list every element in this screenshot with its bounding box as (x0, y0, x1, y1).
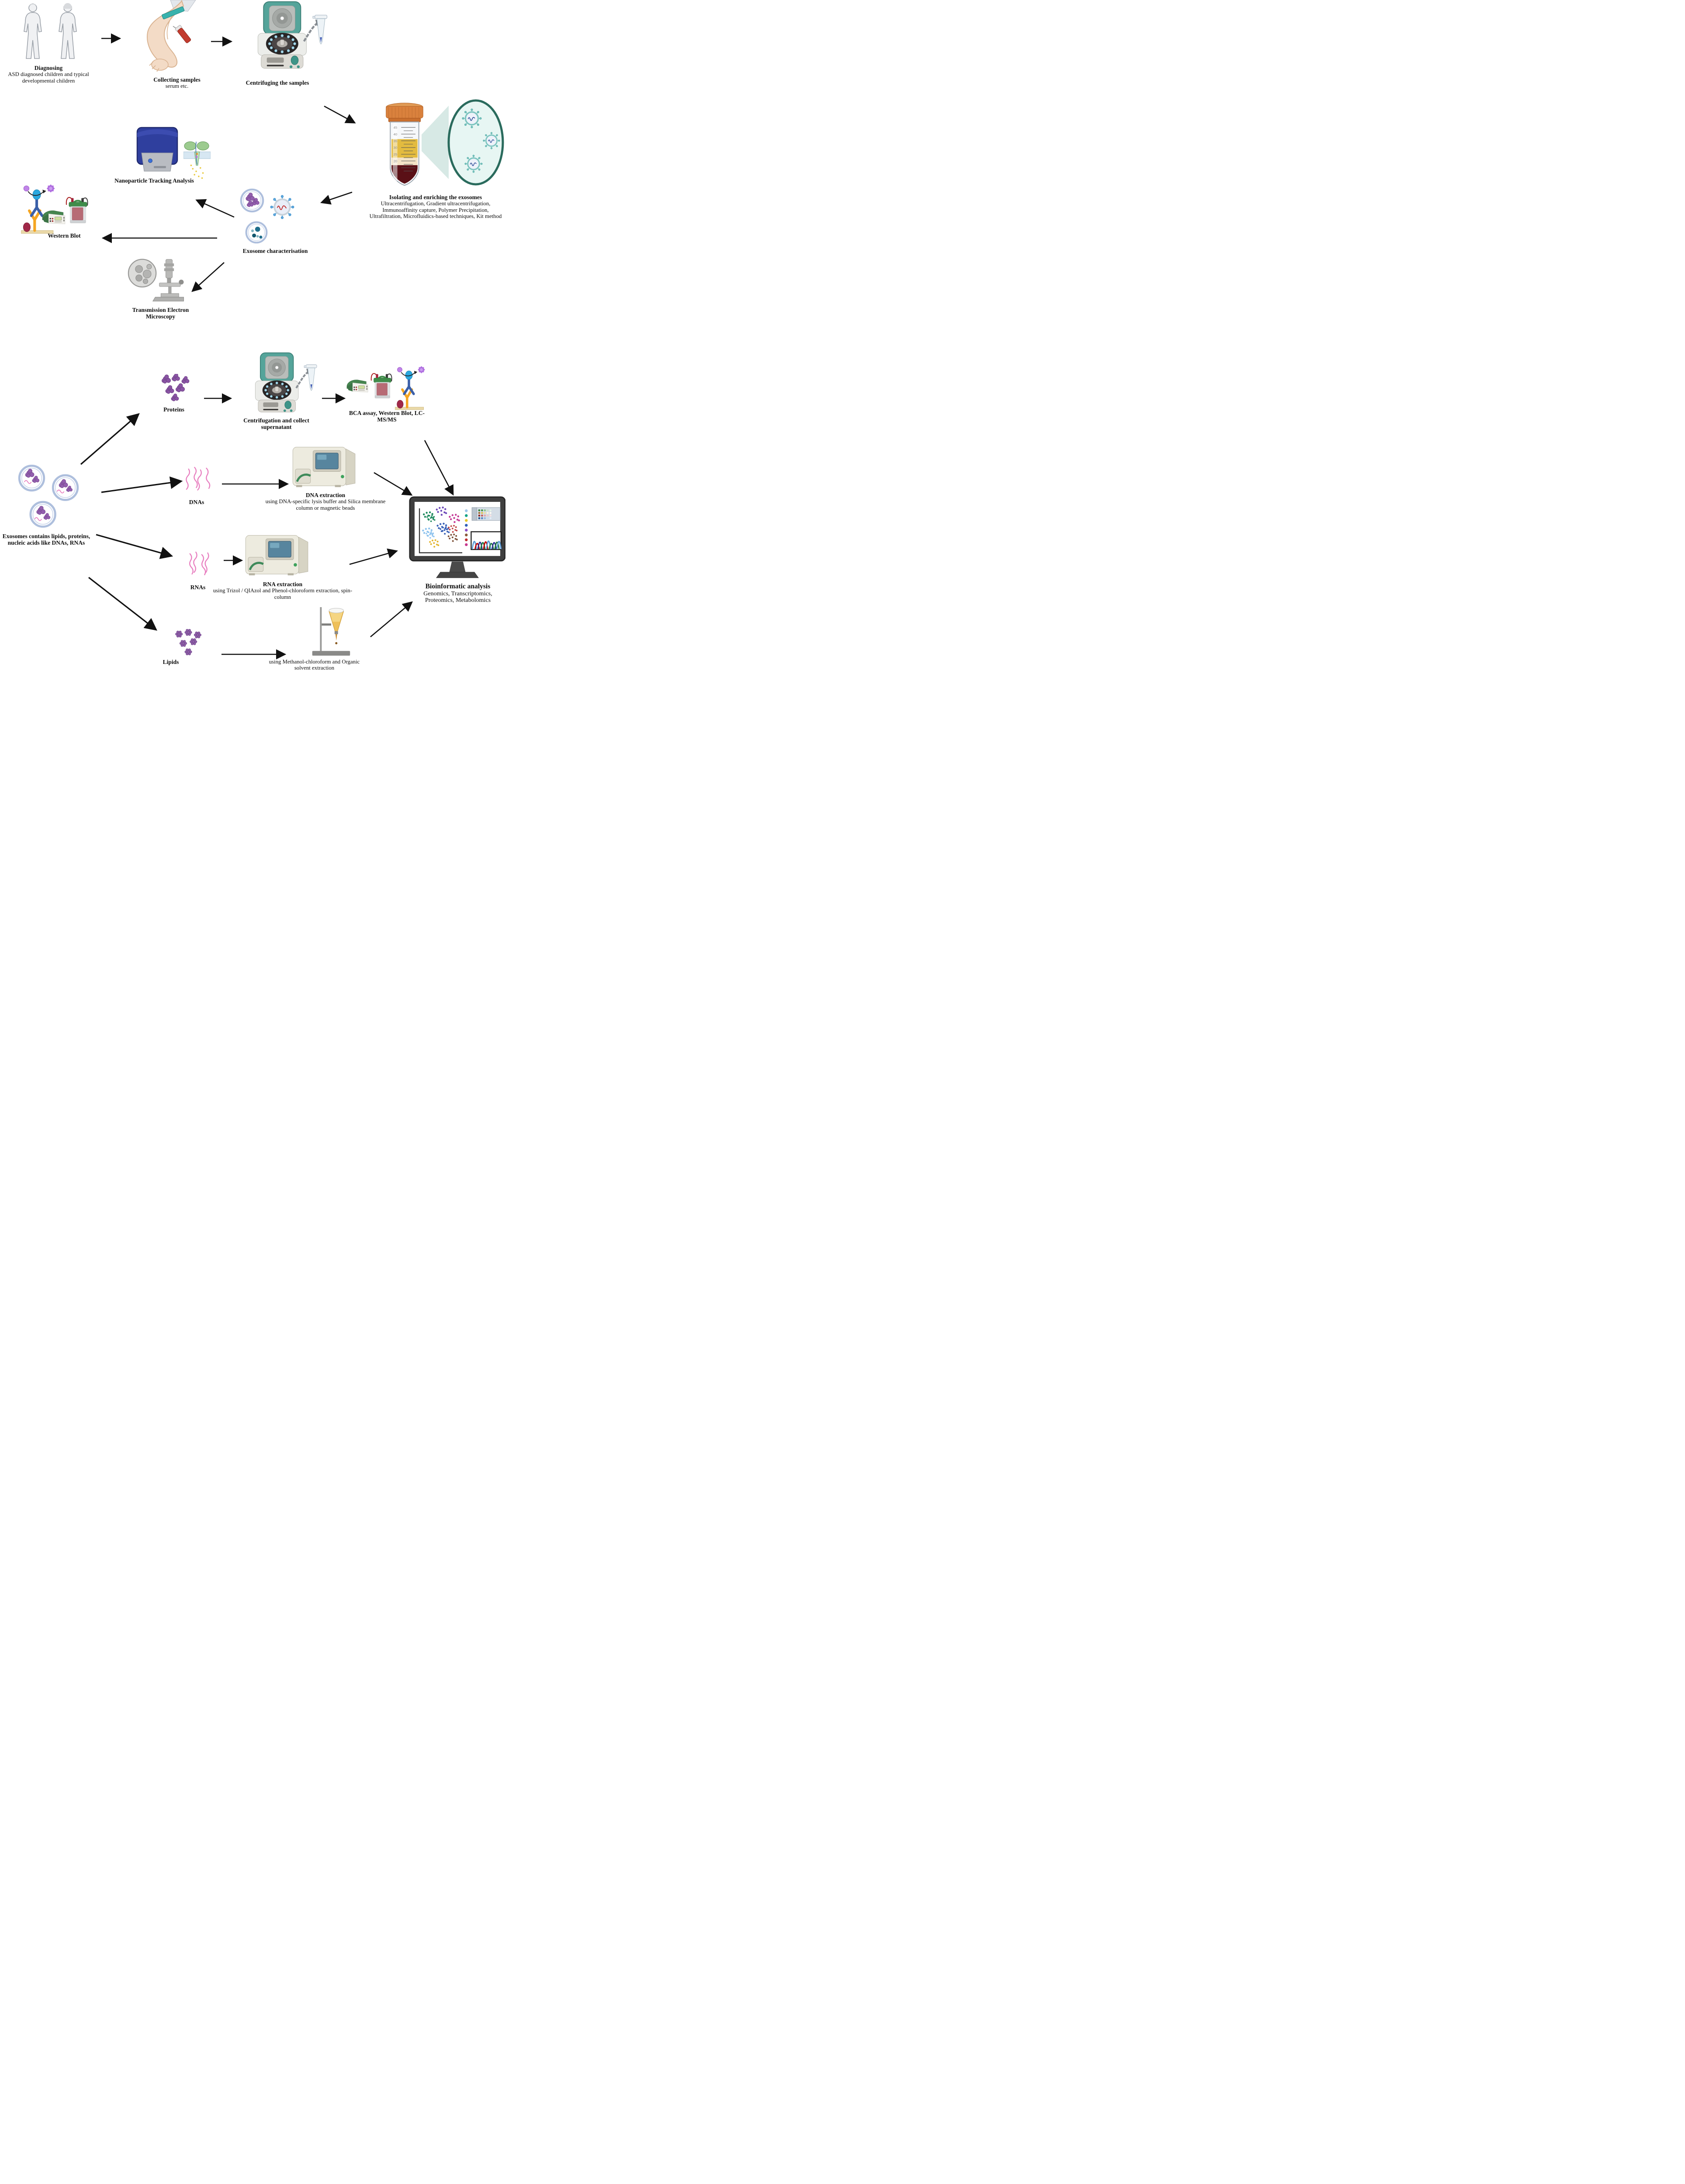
dna-extraction-subtitle: using DNA-specific lysis buffer and Sili… (265, 498, 386, 511)
graduation-35: 35 (394, 139, 398, 143)
diagnosing-title: Diagnosing (34, 65, 63, 71)
graduation-40: 40 (394, 132, 398, 136)
spiked-exosome-icon (270, 195, 294, 219)
lipid-extraction-subtitle: using Methanol-chloroform and Organic so… (269, 659, 360, 671)
antibody-detection-icon (395, 366, 430, 412)
rna-extraction-label: RNA extraction using Trizol / QIAzol and… (213, 581, 353, 600)
blot-tank-icon (65, 190, 89, 230)
power-supply-icon (42, 210, 66, 225)
collecting-label: Collecting samples serum etc. (140, 76, 214, 90)
vesicle-proteins-icon (239, 188, 265, 213)
bioinformatics-subtitle: Genomics, Transcriptomics, Proteomics, M… (423, 590, 492, 604)
arrow-rna-machine-to-bioinformatics (349, 548, 398, 565)
vesicle-particles-icon (245, 221, 268, 244)
workflow-figure: 45 40 35 30 25 20 15 10 (0, 0, 505, 676)
arrow-dna-machine-to-bioinformatics (374, 472, 413, 496)
nta-title: Nanoparticle Tracking Analysis (114, 177, 194, 184)
arrow-exosomes-to-proteins (80, 413, 140, 465)
lipids-title: Lipids (163, 659, 179, 665)
rna-extraction-title: RNA extraction (263, 581, 303, 587)
protein-centrifugation-title: Centrifugation and collect supernatant (243, 417, 309, 431)
characterisation-title: Exosome characterisation (242, 248, 308, 254)
tem-label: Transmission Electron Microscopy (125, 307, 197, 320)
dna-extraction-instrument-icon (291, 443, 359, 489)
nta-instrument-icon (136, 127, 178, 172)
diagnosing-label: Diagnosing ASD diagnosed children and ty… (2, 65, 95, 84)
separating-funnel-icon (312, 607, 350, 656)
isolating-title: Isolating and enriching the exosomes (389, 194, 482, 200)
arrow-characterisation-to-tem (191, 262, 225, 292)
lipids-label: Lipids (157, 659, 184, 665)
arrow-exosomes-to-dnas (101, 476, 183, 493)
rnas-title: RNAs (190, 584, 206, 591)
graduation-45: 45 (394, 126, 398, 130)
collecting-title: Collecting samples (153, 76, 201, 83)
tem-microscope-icon (128, 259, 184, 302)
exosome-contents-label: Exosomes contains lipids, proteins, nucl… (0, 533, 93, 546)
arrow-isolating-to-characterisation (320, 191, 353, 205)
centrifuge-icon (247, 352, 319, 415)
protein-assays-label: BCA assay, Western Blot, LC-MS/MS (344, 410, 429, 423)
graduation-20: 20 (394, 159, 398, 163)
falcon-tube-icon: 45 40 35 30 25 20 15 10 (386, 103, 423, 186)
rna-extraction-subtitle: using Trizol / QIAzol and Phenol-chlorof… (213, 587, 353, 600)
dnas-title: DNAs (189, 499, 204, 505)
bioinformatics-monitor-icon (409, 496, 505, 582)
protein-assays-title: BCA assay, Western Blot, LC-MS/MS (349, 410, 425, 423)
lipid-clusters-icon (175, 629, 202, 656)
tem-title: Transmission Electron Microscopy (132, 307, 189, 320)
exosome-trio-icon (11, 462, 87, 531)
bioinformatics-label: Bioinformatic analysis Genomics, Transcr… (410, 583, 505, 604)
centrifuging-label: Centrifuging the samples (236, 79, 319, 86)
centrifuging-title: Centrifuging the samples (246, 79, 309, 86)
exosome-magnifier-icon (422, 99, 504, 186)
isolating-subtitle: Ultracentrifugation, Gradient ultracentr… (369, 200, 502, 220)
graduation-25: 25 (394, 152, 398, 156)
dna-extraction-title: DNA extraction (305, 492, 346, 498)
diagnosing-subtitle: ASD diagnosed children and typical devel… (8, 71, 89, 84)
arrow-centrifuging-to-isolating (324, 105, 356, 124)
exosome-contents-title: Exosomes contains lipids, proteins, nucl… (2, 533, 90, 546)
arrow-exosomes-to-lipids (88, 577, 158, 631)
power-supply-icon (346, 380, 368, 393)
arrow-exosomes-to-rnas (96, 534, 173, 559)
proteins-label: Proteins (156, 406, 191, 413)
isolating-label: Isolating and enriching the exosomes Ult… (366, 194, 505, 220)
graduation-30: 30 (394, 146, 398, 150)
blot-tank-icon (370, 373, 393, 399)
characterisation-label: Exosome characterisation (234, 248, 317, 254)
western-blot-label: Western Blot (40, 232, 88, 239)
rna-strands-icon (188, 551, 210, 576)
microfluidics-fluorescence-icon (183, 141, 211, 179)
graduation-10: 10 (394, 173, 398, 176)
centrifuge-icon (249, 1, 330, 72)
rna-extraction-instrument-icon (244, 531, 311, 577)
lipid-extraction-label: using Methanol-chloroform and Organic so… (267, 659, 361, 671)
arrow-characterisation-to-nta (195, 199, 235, 218)
rnas-label: RNAs (184, 584, 211, 591)
arrow-assays-to-bioinformatics (424, 440, 454, 496)
western-blot-title: Western Blot (48, 232, 81, 239)
arrow-funnel-to-bioinformatics (370, 601, 413, 637)
children-figures-icon (24, 3, 77, 59)
dnas-label: DNAs (183, 499, 210, 505)
proteins-title: Proteins (163, 406, 184, 413)
dna-strands-icon (185, 467, 211, 491)
blood-draw-arm-icon (146, 0, 196, 72)
nta-label: Nanoparticle Tracking Analysis (113, 177, 196, 184)
protein-centrifugation-label: Centrifugation and collect supernatant (238, 417, 315, 431)
collecting-subtitle: serum etc. (165, 83, 189, 90)
graduation-15: 15 (394, 166, 398, 170)
bioinformatics-title: Bioinformatic analysis (425, 583, 491, 590)
dna-extraction-label: DNA extraction using DNA-specific lysis … (260, 492, 391, 511)
protein-blobs-icon (162, 374, 190, 401)
